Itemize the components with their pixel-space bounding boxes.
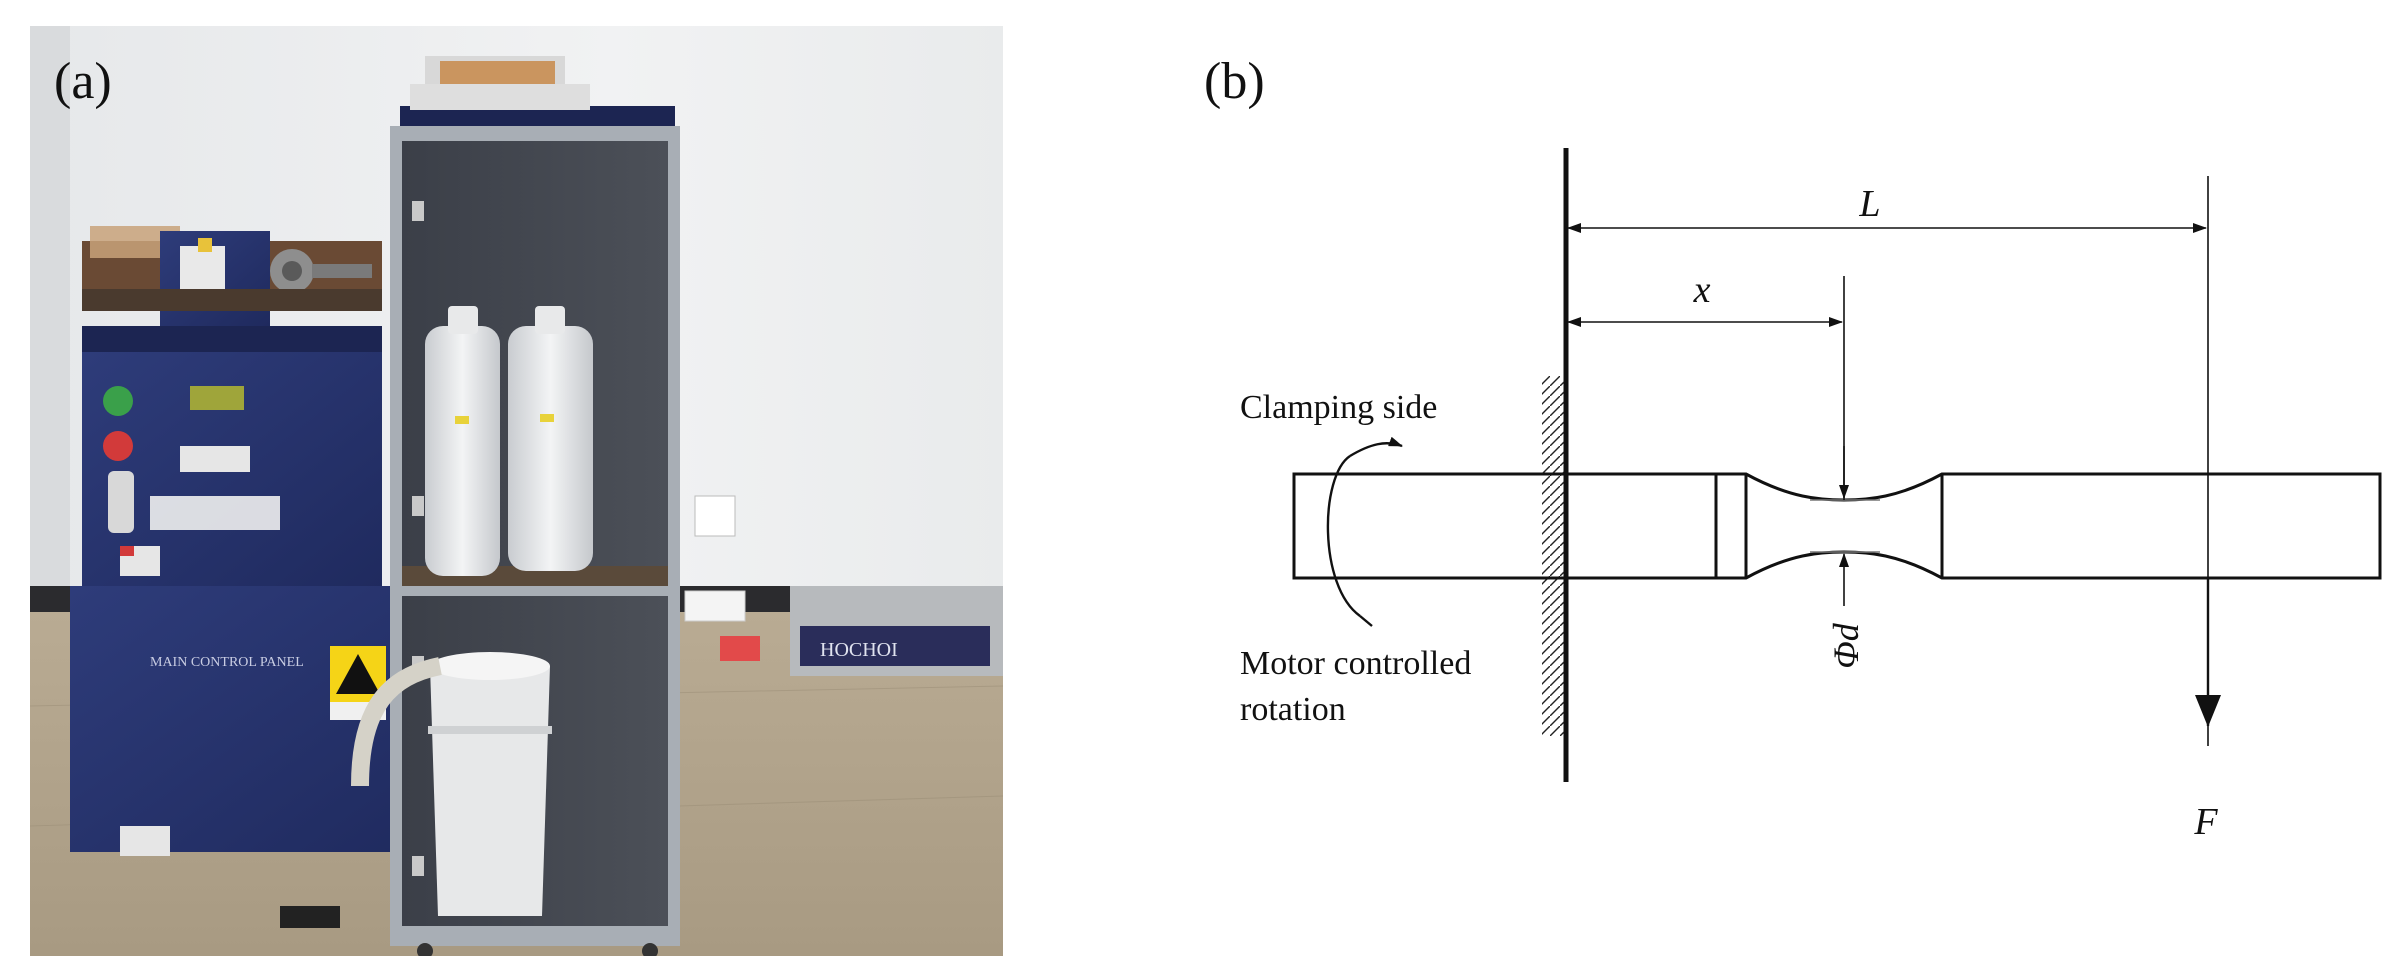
rotation-arrow-lower	[1326, 455, 1361, 617]
machine-photo: MAIN CONTROL PANEL	[29, 26, 1004, 959]
spindle-unit	[82, 226, 382, 326]
force-label: F	[2193, 801, 2218, 843]
motor-label-line1: Motor controlled	[1240, 645, 1471, 682]
rotation-arrow-head	[1349, 436, 1403, 458]
control-panel-label: MAIN CONTROL PANEL	[150, 655, 304, 670]
waste-bucket	[430, 666, 550, 916]
scale-brand: HOCHOI	[820, 639, 898, 661]
fluid-cabinet	[390, 56, 680, 959]
panel-label-b: (b)	[1204, 53, 1265, 110]
specimen-schematic: L x Φd F Clamping side Motor controlled …	[1190, 26, 2400, 956]
control-box	[82, 326, 382, 592]
stop-button-photo	[103, 431, 133, 461]
specimen-free-end	[1942, 472, 2382, 580]
clamping-hatch	[1542, 376, 1564, 736]
motor-label-line2: rotation	[1240, 691, 1346, 728]
start-button-photo	[103, 386, 133, 416]
specimen-neck-bottom	[1716, 550, 1946, 580]
panel-label-a: (a)	[54, 53, 112, 110]
drain-hose	[351, 657, 442, 787]
clamping-side-label: Clamping side	[1240, 389, 1437, 426]
specimen-neck-top	[1716, 472, 1946, 502]
specimen-clamped-end	[1292, 472, 1718, 580]
machine-photo-illustration: MAIN CONTROL PANEL	[29, 26, 1004, 959]
dimension-x-label: x	[1693, 269, 1711, 311]
coolant-bottle-right	[508, 326, 593, 571]
floor-items: HOCHOI	[684, 495, 1003, 676]
specimen-outline	[1292, 472, 2382, 580]
diameter-label: Φd	[1826, 622, 1866, 668]
coolant-bottle-left	[425, 326, 500, 576]
schematic-svg: L x Φd F Clamping side Motor controlled …	[1240, 148, 2382, 843]
dimension-L-label: L	[1858, 183, 1880, 225]
lcd-counter	[190, 386, 244, 410]
